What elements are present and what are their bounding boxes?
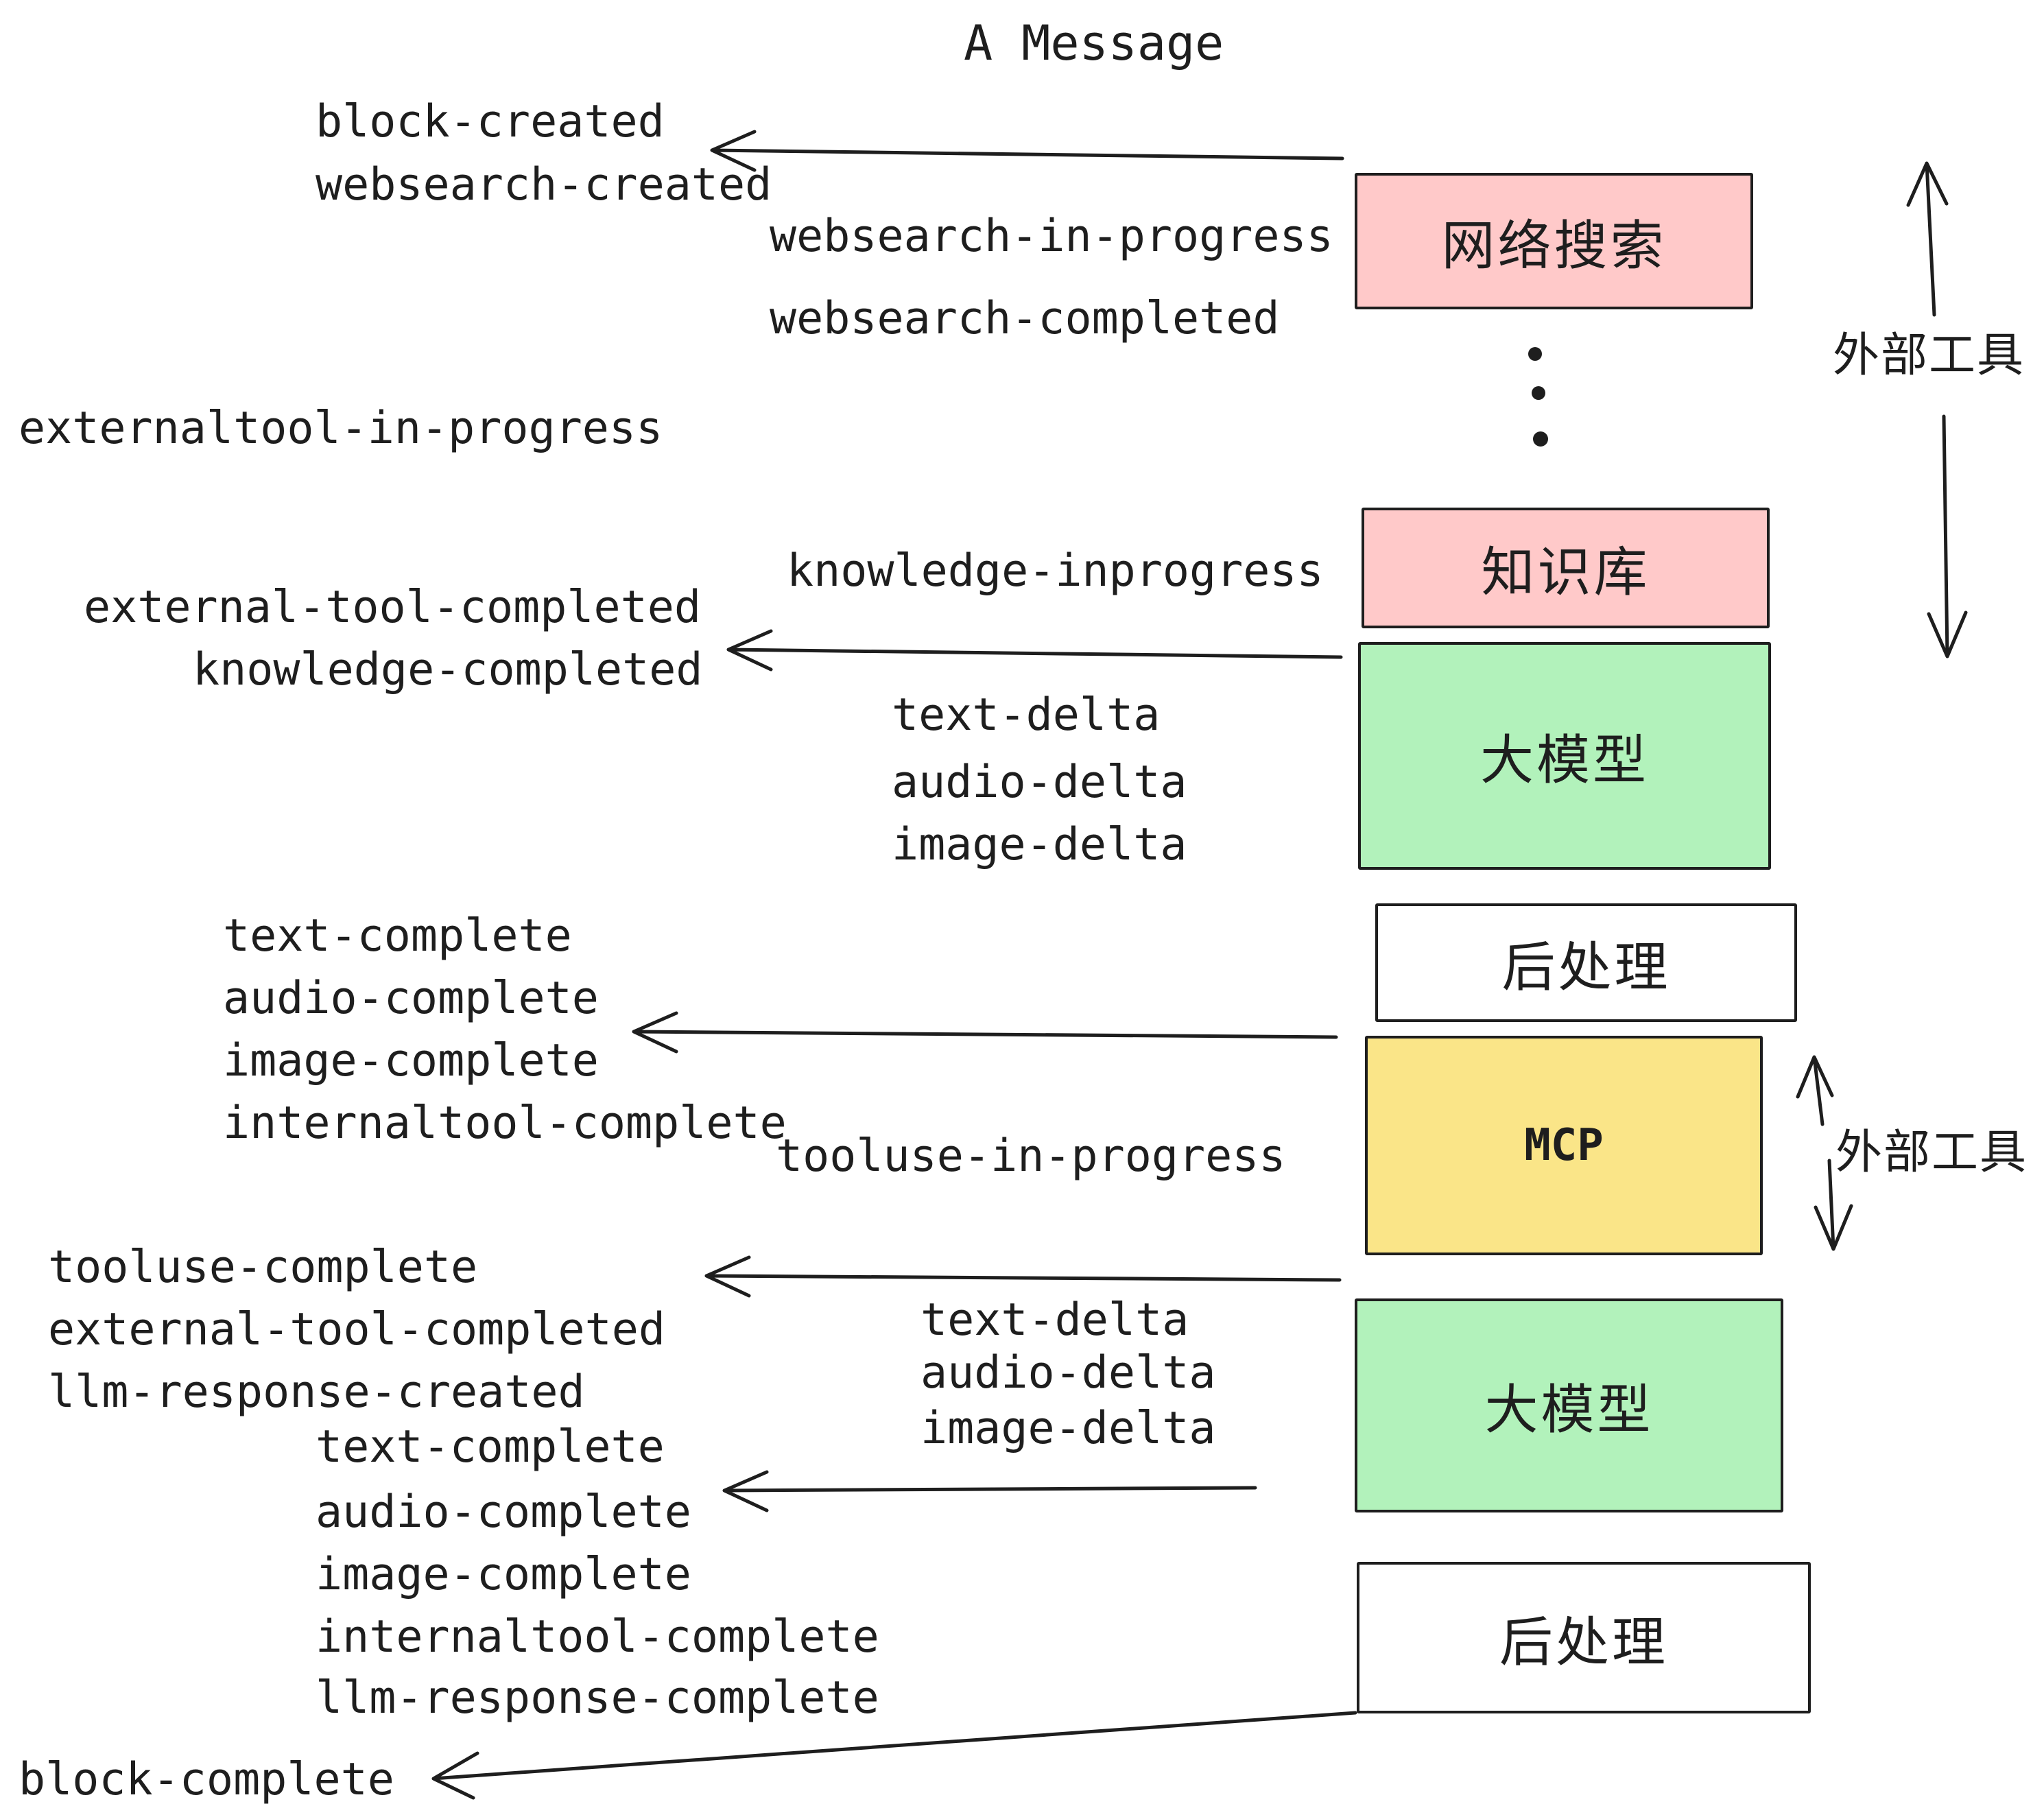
- event-websearch-created: websearch-created: [316, 159, 772, 211]
- event-text-complete-2: text-complete: [316, 1421, 665, 1473]
- label-external-tools-mcp: 外部工具: [1835, 1126, 2028, 1178]
- event-block-complete: block-complete: [19, 1754, 394, 1804]
- event-text-complete: text-complete: [223, 910, 572, 962]
- arrow-left-image-complete-icon: [632, 1011, 1338, 1054]
- event-external-tool-completed-2: external-tool-completed: [48, 1304, 666, 1355]
- page-title: A Message: [964, 15, 1224, 71]
- arrow-left-block-complete-icon: [431, 1711, 1357, 1800]
- arrow-left-audio-complete-icon: [722, 1470, 1257, 1512]
- event-block-created: block-created: [316, 96, 665, 147]
- event-image-delta: image-delta: [892, 819, 1187, 870]
- event-audio-delta: audio-delta: [892, 757, 1187, 808]
- event-knowledge-completed: knowledge-completed: [193, 644, 703, 696]
- arrow-left-tooluse-complete-icon: [704, 1255, 1342, 1298]
- event-llm-response-created: llm-response-created: [48, 1366, 585, 1418]
- event-websearch-in-progress: websearch-in-progress: [770, 211, 1333, 262]
- event-audio-complete: audio-complete: [223, 973, 599, 1024]
- box-mcp-label: MCP: [1524, 1120, 1604, 1171]
- arrow-up-mcp-external-icon: [1796, 1055, 1834, 1126]
- box-postprocess-1: 后处理: [1375, 903, 1797, 1022]
- event-audio-complete-2: audio-complete: [316, 1486, 691, 1538]
- box-llm-1: 大模型: [1358, 642, 1771, 870]
- event-tooluse-in-progress: tooluse-in-progress: [776, 1130, 1286, 1182]
- event-tooluse-complete: tooluse-complete: [48, 1242, 478, 1293]
- box-websearch: 网络搜索: [1355, 173, 1753, 309]
- box-postprocess-2: 后处理: [1357, 1562, 1811, 1713]
- arrow-up-external-tools-icon: [1906, 161, 1949, 317]
- box-knowledge-label: 知识库: [1481, 542, 1650, 602]
- box-llm-2: 大模型: [1355, 1298, 1783, 1512]
- box-llm-1-label: 大模型: [1479, 730, 1649, 790]
- box-llm-2-label: 大模型: [1484, 1379, 1654, 1440]
- box-postprocess-1-label: 后处理: [1501, 936, 1671, 997]
- event-text-delta: text-delta: [892, 689, 1161, 741]
- box-websearch-label: 网络搜索: [1441, 215, 1667, 276]
- event-internaltool-complete-2: internaltool-complete: [316, 1611, 879, 1663]
- event-text-delta-2: text-delta: [920, 1294, 1189, 1346]
- event-knowledge-inprogress: knowledge-inprogress: [787, 545, 1324, 597]
- box-postprocess-2-label: 后处理: [1499, 1611, 1668, 1672]
- arrow-down-external-tools-icon: [1927, 414, 1968, 658]
- vertical-ellipsis-icon: [1528, 347, 1548, 447]
- arrow-left-knowledge-completed-icon: [726, 629, 1343, 672]
- box-mcp: MCP: [1365, 1036, 1763, 1255]
- event-websearch-completed: websearch-completed: [770, 293, 1280, 344]
- event-image-complete: image-complete: [223, 1035, 599, 1087]
- arrow-down-mcp-external-icon: [1814, 1159, 1853, 1251]
- event-image-complete-2: image-complete: [316, 1549, 691, 1600]
- box-knowledge: 知识库: [1362, 508, 1770, 628]
- event-internaltool-complete: internaltool-complete: [223, 1097, 787, 1149]
- event-image-delta-2: image-delta: [920, 1403, 1216, 1454]
- event-externaltool-in-progress: externaltool-in-progress: [19, 403, 663, 454]
- event-llm-response-complete: llm-response-complete: [316, 1672, 879, 1724]
- label-external-tools-top: 外部工具: [1833, 329, 2025, 381]
- event-external-tool-completed: external-tool-completed: [84, 582, 702, 633]
- arrow-left-block-created-icon: [710, 130, 1344, 172]
- event-audio-delta-2: audio-delta: [920, 1347, 1216, 1399]
